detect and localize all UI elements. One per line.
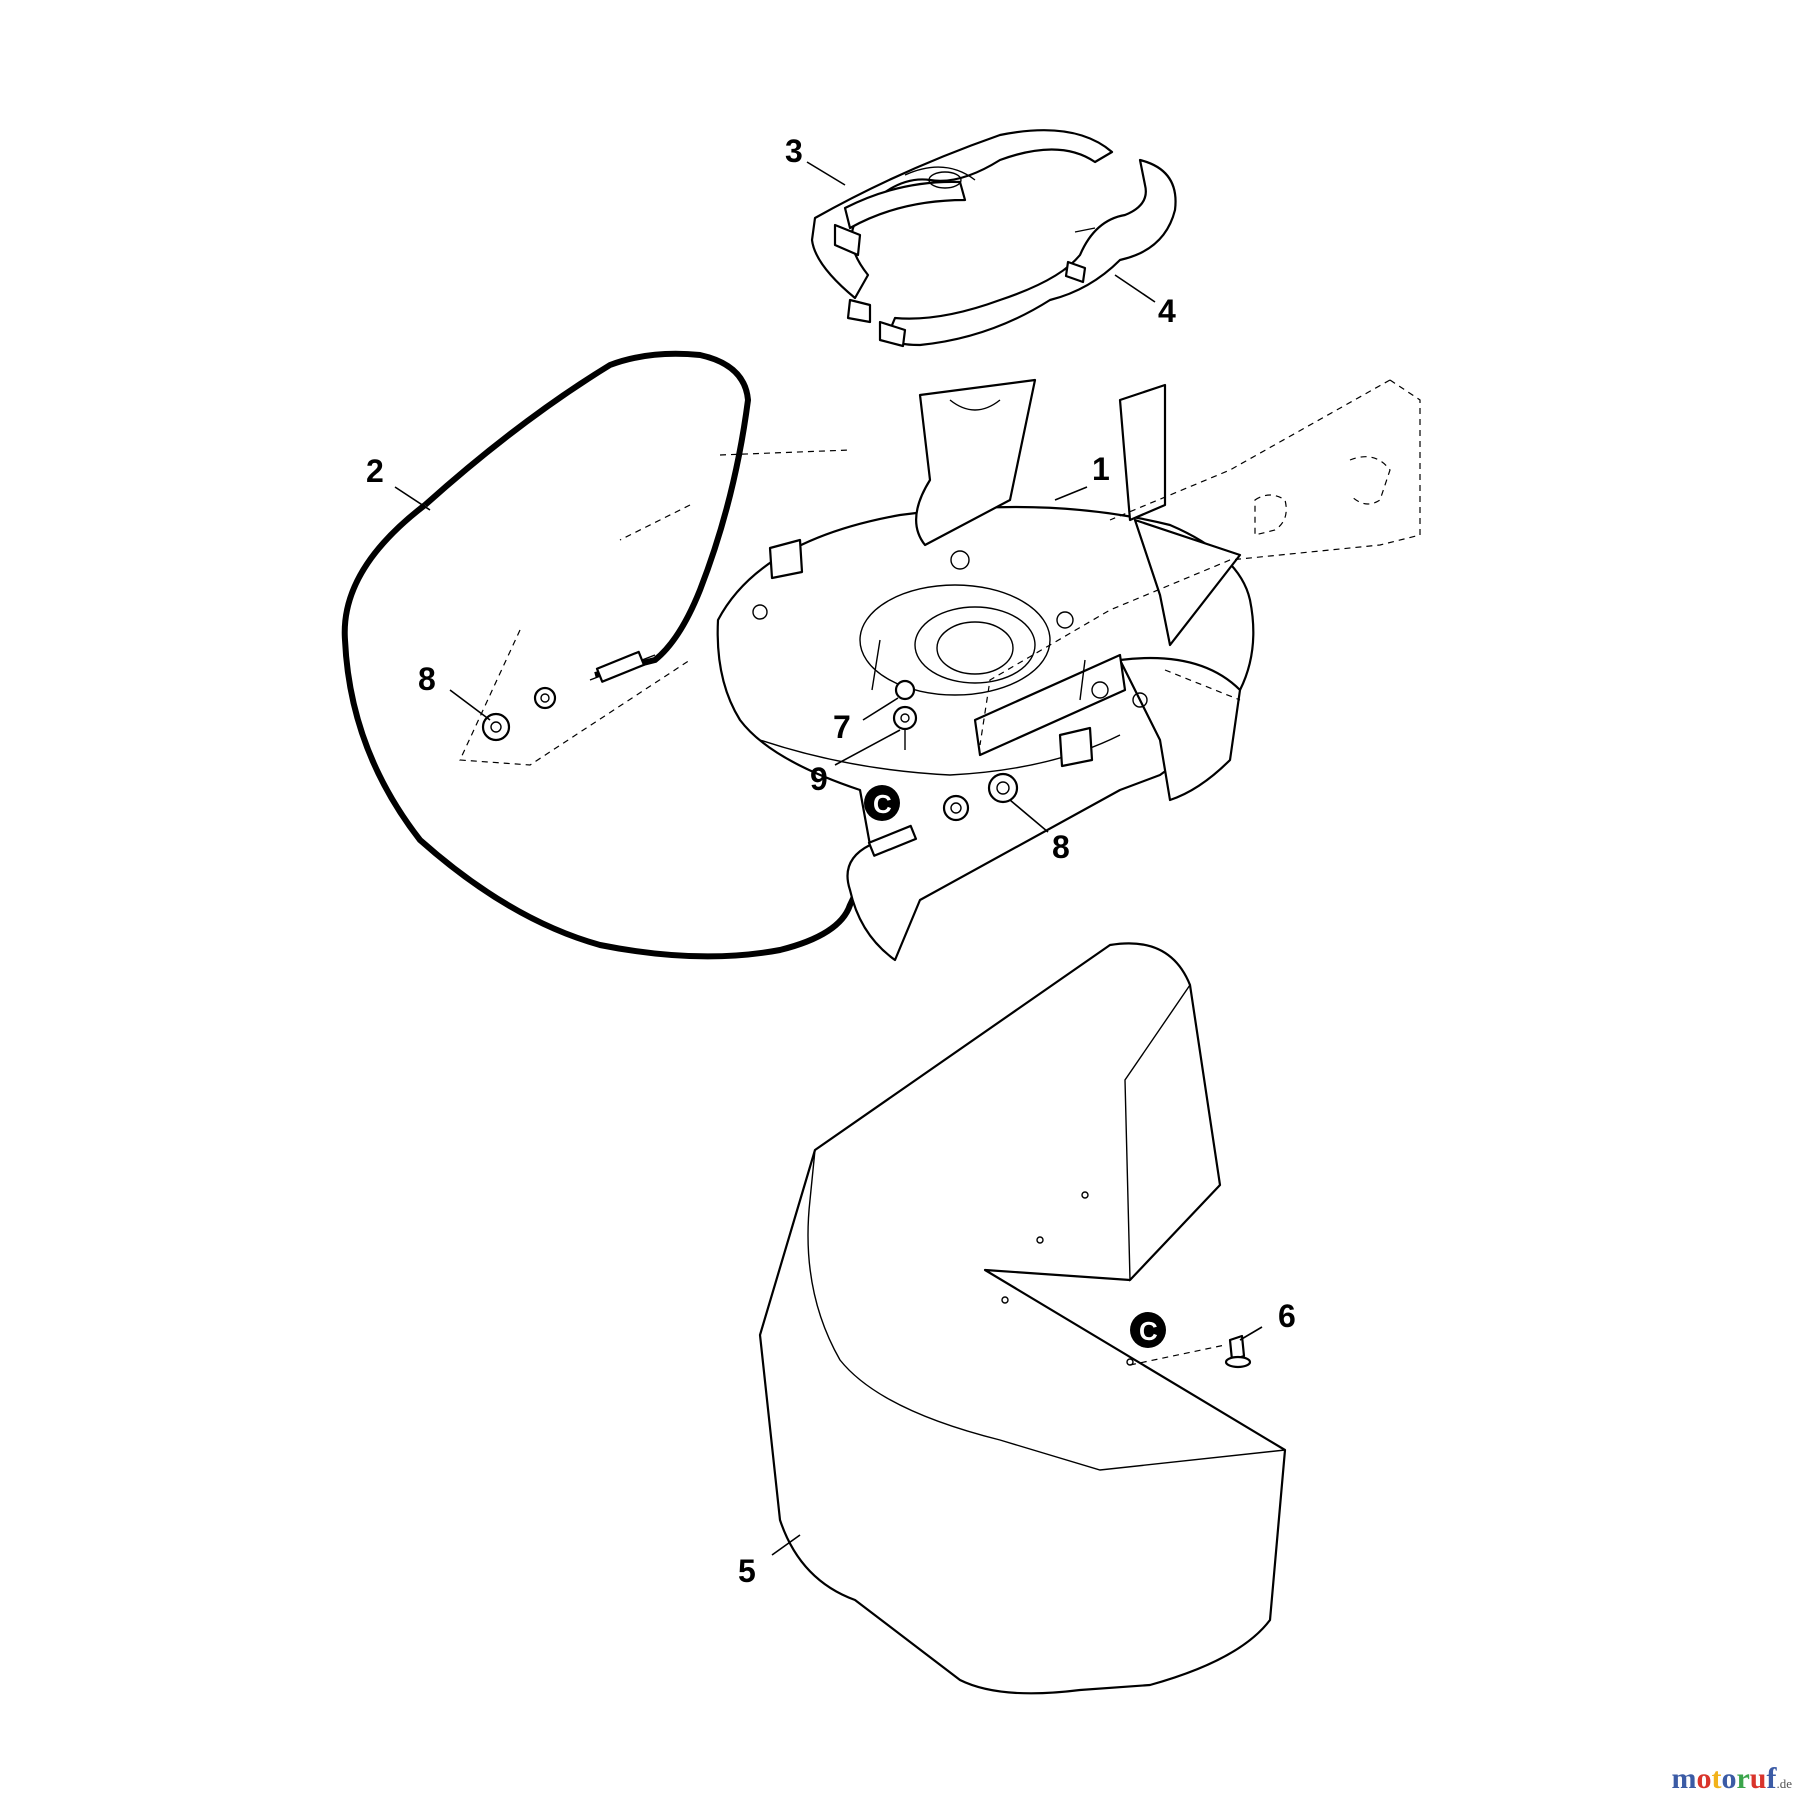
callout-3: 3: [785, 133, 803, 169]
watermark-letter: u: [1749, 1762, 1767, 1795]
callout-7: 7: [833, 709, 851, 745]
watermark-letter: m: [1671, 1762, 1697, 1795]
callout-6: 6: [1278, 1298, 1296, 1334]
fasteners: [481, 650, 1019, 857]
screw-part-6: [1129, 1334, 1252, 1369]
callout-labels: 1 2 3 4 5 6 7 8 8 9: [366, 133, 1296, 1589]
watermark-letter: o: [1696, 1762, 1712, 1795]
watermark-logo: motoruf.de: [1671, 1762, 1792, 1796]
callout-8-left: 8: [418, 661, 436, 697]
belt-guard-lower-part-4: [878, 158, 1177, 348]
callout-4: 4: [1158, 293, 1176, 329]
belt-guard-upper-part-3: [810, 129, 1114, 324]
rear-chute-part-5: [758, 942, 1287, 1695]
reference-mark-c-lower-label: C: [1139, 1316, 1158, 1346]
watermark-letter: f: [1766, 1762, 1777, 1795]
watermark-text: motoruf: [1671, 1762, 1776, 1795]
mower-deck-part-1: [716, 378, 1255, 962]
leader-lines: [394, 161, 1263, 1556]
reference-mark-c-lower: C: [1130, 1312, 1166, 1348]
watermark-suffix: .de: [1776, 1776, 1792, 1791]
callout-8-right: 8: [1052, 829, 1070, 865]
reference-mark-c-upper-label: C: [873, 789, 892, 819]
callout-2: 2: [366, 453, 384, 489]
reference-mark-c-upper: C: [864, 785, 900, 821]
callout-9: 9: [810, 761, 828, 797]
watermark-letter: r: [1736, 1762, 1750, 1795]
callout-5: 5: [738, 1553, 756, 1589]
watermark-letter: o: [1721, 1762, 1737, 1795]
callout-1: 1: [1092, 451, 1110, 487]
watermark-letter: t: [1711, 1762, 1722, 1795]
mounting-plate-reference: [459, 379, 1421, 766]
